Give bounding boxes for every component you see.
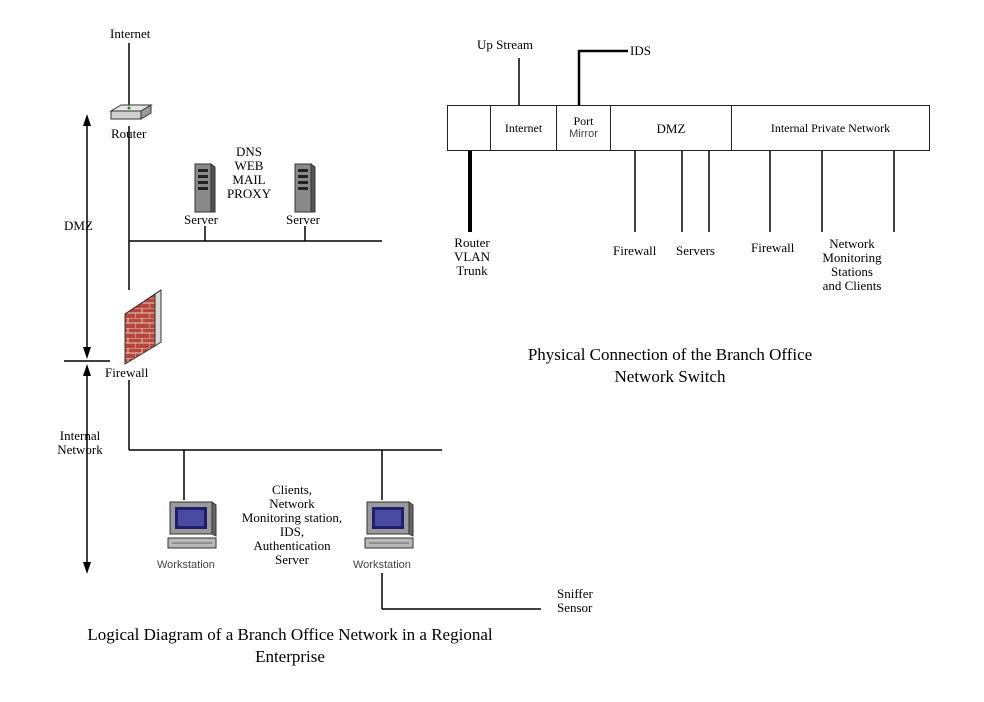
service-dns: DNS <box>235 144 262 159</box>
dmz-firewall-label: Firewall <box>613 243 657 258</box>
upstream-label: Up Stream <box>477 37 533 52</box>
workstation-2-label: Workstation <box>353 559 411 571</box>
dmz-arrow-up <box>83 114 91 126</box>
firewall-icon <box>124 289 162 365</box>
server-1-label: Server <box>184 212 218 227</box>
dmz-arrow-down <box>83 347 91 359</box>
internal-network-label: Internal Network <box>57 428 103 457</box>
dmz-label: DMZ <box>64 218 93 233</box>
server-2-icon <box>294 163 316 213</box>
internal-hosts-list: Clients, Network Monitoring station, IDS… <box>241 482 343 567</box>
server-1-icon <box>194 163 216 213</box>
physical-diagram-caption: Physical Connection of the Branch Office… <box>527 345 813 386</box>
dmz-servers-label: Servers <box>676 243 715 258</box>
workstation-1-label: Workstation <box>157 559 215 571</box>
internal-firewall-label: Firewall <box>751 240 795 255</box>
switch-cell-internet: Internet <box>490 105 557 151</box>
network-monitoring-label: Network Monitoring Stations and Clients <box>822 236 882 293</box>
switch-cell-router-port <box>447 105 491 151</box>
workstation-2-icon <box>364 501 414 549</box>
workstation-1-icon <box>167 501 217 549</box>
internet-label: Internet <box>110 26 151 41</box>
firewall-label: Firewall <box>105 365 149 380</box>
dmz-services-list: DNS WEB MAIL PROXY <box>222 145 276 201</box>
service-mail: MAIL <box>232 172 266 187</box>
switch-cell-internal-private-network: Internal Private Network <box>731 105 930 151</box>
service-proxy: PROXY <box>226 186 272 201</box>
switch-cell-dmz: DMZ <box>610 105 732 151</box>
ids-label: IDS <box>630 43 651 58</box>
router-icon <box>109 104 153 120</box>
switch-cell-port-mirror: Port Mirror <box>556 105 611 151</box>
ids-mirror-link <box>577 49 628 105</box>
internal-arrow-down <box>83 562 91 574</box>
router-vlan-trunk-label: Router VLAN Trunk <box>453 235 491 278</box>
server-2-label: Server <box>286 212 320 227</box>
sniffer-sensor-label: Sniffer Sensor <box>557 586 593 615</box>
internal-arrow-up <box>83 364 91 376</box>
logical-diagram-caption: Logical Diagram of a Branch Office Netwo… <box>87 625 493 666</box>
service-web: WEB <box>234 158 264 173</box>
router-label: Router <box>111 126 147 141</box>
